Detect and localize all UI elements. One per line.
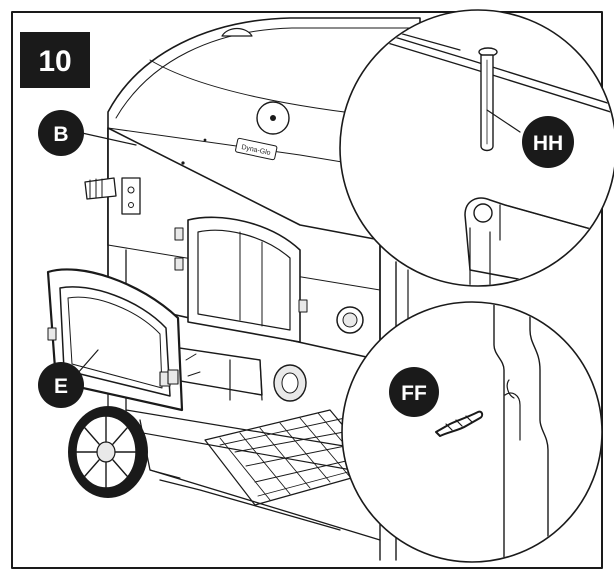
part-ff-label: FF [401,382,427,405]
side-handle-bracket [84,177,141,215]
part-e-label: E [54,375,68,398]
step-number: 10 [38,45,71,78]
hairpin-cotter-ff [435,410,484,437]
callout-part-e: E [38,349,99,408]
cart-wheel [68,406,148,498]
firebox-door-frame [174,216,308,343]
center-wheel [273,364,307,402]
brand-badge: Dyna-Glo [235,137,278,161]
grill-body: Dyna-Glo [68,17,421,561]
part-b-label: B [53,123,68,146]
callout-part-b: B [38,110,137,156]
damper-knob [336,306,364,334]
detail-view-hh: HH [339,9,614,287]
part-hh-label: HH [533,132,563,155]
hinge-pin-hh [478,47,498,152]
lid-vent [221,27,253,37]
detail-view-ff: FF [341,301,603,563]
diagram-frame [11,11,603,569]
step-number-badge: 10 [20,32,90,88]
